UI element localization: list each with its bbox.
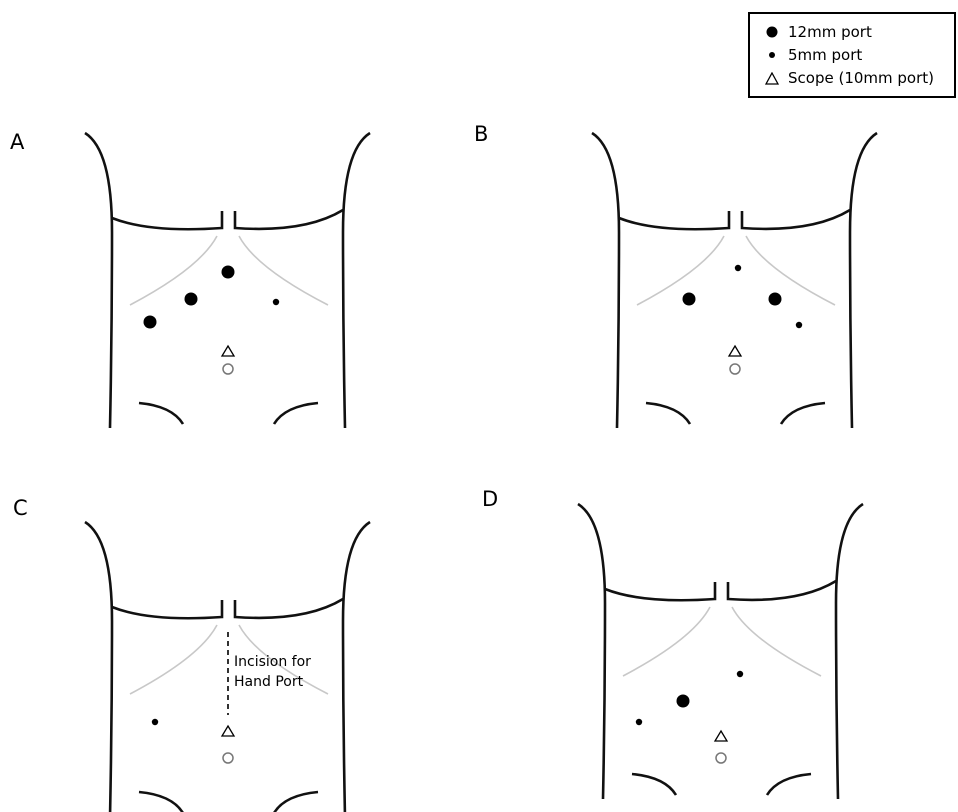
scope-triangle (222, 726, 234, 736)
panel-d (578, 504, 863, 799)
port-5mm (796, 322, 802, 328)
scope-triangle (222, 346, 234, 356)
umbilicus-circle (730, 364, 740, 374)
torso-outline (592, 133, 877, 428)
small-filled-circle-icon (764, 51, 780, 59)
panel-label-a: A (10, 130, 24, 154)
port-12mm (683, 293, 696, 306)
port-12mm (769, 293, 782, 306)
incision-annotation: Incision for Hand Port (234, 652, 311, 692)
scope-triangle (729, 346, 741, 356)
panel-label-d: D (482, 487, 498, 511)
port-12mm (185, 293, 198, 306)
port-5mm (735, 265, 741, 271)
panel-label-b: B (474, 122, 488, 146)
torso-outline (85, 522, 370, 812)
legend-item-12mm: 12mm port (764, 22, 872, 42)
legend-box: 12mm port 5mm port Scope (10mm port) (748, 12, 956, 98)
panel-label-c: C (13, 496, 28, 520)
panel-b (592, 133, 877, 428)
torso-outline (85, 133, 370, 428)
panel-c (85, 522, 370, 812)
legend-label: 12mm port (788, 23, 872, 41)
umbilicus-circle (716, 753, 726, 763)
legend-label: 5mm port (788, 46, 862, 64)
scope-triangle (715, 731, 727, 741)
large-filled-circle-icon (764, 26, 780, 38)
port-12mm (222, 266, 235, 279)
umbilicus-circle (223, 364, 233, 374)
legend-item-scope: Scope (10mm port) (764, 68, 934, 88)
incision-annotation-line2: Hand Port (234, 672, 311, 692)
port-12mm (677, 695, 690, 708)
port-12mm (144, 316, 157, 329)
legend-label: Scope (10mm port) (788, 69, 934, 87)
port-5mm (273, 299, 279, 305)
port-5mm (152, 719, 158, 725)
port-5mm (737, 671, 743, 677)
port-5mm (636, 719, 642, 725)
open-triangle-icon (764, 72, 780, 85)
umbilicus-circle (223, 753, 233, 763)
legend-item-5mm: 5mm port (764, 45, 862, 65)
panel-a (85, 133, 370, 428)
torso-outline (578, 504, 863, 799)
incision-annotation-line1: Incision for (234, 652, 311, 672)
